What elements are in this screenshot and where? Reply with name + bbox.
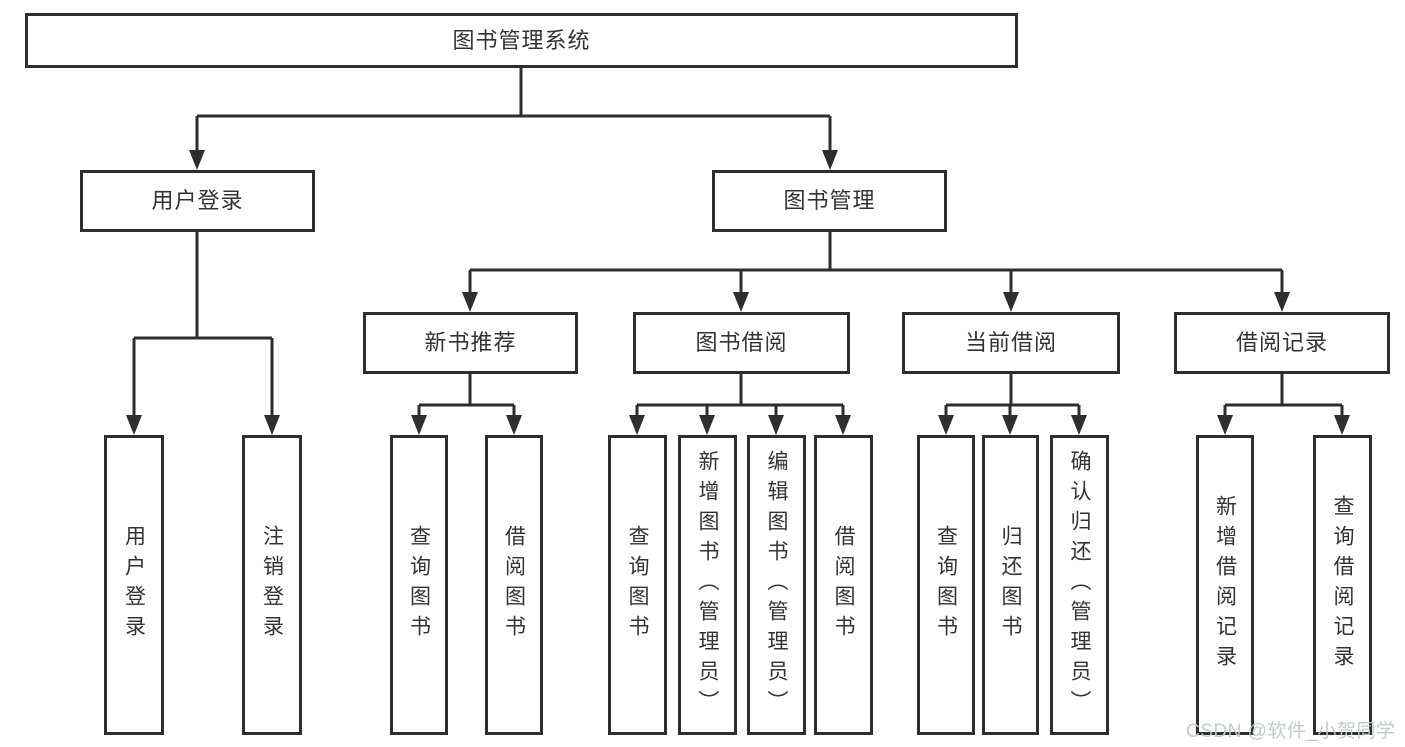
node-leaf-edit-books-admin: 编辑图书（管理员）	[747, 435, 806, 735]
node-leaf-query-books: 查询图书	[917, 435, 975, 735]
arrow-down-icon	[822, 150, 838, 170]
node-label: 确认归还（管理员）	[1068, 450, 1091, 720]
arrow-down-icon	[1002, 415, 1018, 435]
arrow-down-icon	[629, 415, 645, 435]
edge-newbookrec-to-children	[417, 374, 516, 415]
node-label: 注销登录	[260, 525, 284, 645]
node-root-system: 图书管理系统	[25, 13, 1018, 68]
node-leaf-add-borrow-record: 新增借阅记录	[1196, 435, 1254, 735]
node-leaf-add-books-admin: 新增图书（管理员）	[678, 435, 737, 735]
node-leaf-borrow-books: 借阅图书	[485, 435, 543, 735]
node-label: 新增借阅记录	[1213, 495, 1237, 675]
arrow-down-icon	[835, 415, 851, 435]
arrow-down-icon	[1071, 415, 1087, 435]
node-book-borrowing: 图书借阅	[633, 312, 850, 374]
node-leaf-logout: 注销登录	[242, 435, 302, 735]
node-leaf-query-books: 查询图书	[390, 435, 448, 735]
arrow-down-icon	[1003, 292, 1019, 312]
node-label: 图书管理	[783, 188, 876, 213]
node-leaf-query-books: 查询图书	[608, 435, 667, 735]
edge-borrowrecords-to-children	[1223, 374, 1344, 415]
node-leaf-return-books: 归还图书	[982, 435, 1039, 735]
node-label: 借阅记录	[1235, 330, 1328, 355]
arrow-down-icon	[938, 415, 954, 435]
arrow-down-icon	[264, 415, 280, 435]
node-label: 当前借阅	[964, 330, 1057, 355]
arrow-down-icon	[733, 292, 749, 312]
arrow-down-icon	[189, 150, 205, 170]
node-leaf-query-borrow-record: 查询借阅记录	[1313, 435, 1372, 735]
arrow-down-icon	[768, 415, 784, 435]
node-label: 编辑图书（管理员）	[765, 450, 788, 720]
node-new-book-recommend: 新书推荐	[363, 312, 578, 374]
node-leaf-user-login: 用户登录	[104, 435, 164, 735]
node-label: 用户登录	[122, 525, 146, 645]
node-label: 查询借阅记录	[1331, 495, 1354, 675]
edge-root-to-level2	[195, 68, 832, 150]
node-label: 借阅图书	[832, 525, 855, 645]
arrow-down-icon	[462, 292, 478, 312]
arrow-down-icon	[411, 415, 427, 435]
node-label: 新书推荐	[424, 330, 517, 355]
node-leaf-borrow-books: 借阅图书	[814, 435, 873, 735]
arrow-down-icon	[126, 415, 142, 435]
node-label: 查询图书	[626, 525, 649, 645]
edge-currentborrow-to-children	[944, 374, 1081, 415]
arrow-down-icon	[699, 415, 715, 435]
node-label: 借阅图书	[502, 525, 526, 645]
edge-userlogin-to-children	[132, 232, 274, 415]
node-label: 用户登录	[151, 188, 244, 213]
arrow-down-icon	[1334, 415, 1350, 435]
arrow-down-icon	[506, 415, 522, 435]
node-label: 新增图书（管理员）	[696, 450, 719, 720]
csdn-watermark: CSDN @软件_小贺同学	[1186, 721, 1396, 742]
edge-bookmgmt-to-level3	[468, 232, 1284, 292]
arrow-down-icon	[1274, 292, 1290, 312]
node-current-borrowing: 当前借阅	[902, 312, 1120, 374]
arrow-down-icon	[1217, 415, 1233, 435]
node-label: 图书借阅	[695, 330, 788, 355]
node-label: 查询图书	[934, 525, 958, 645]
node-leaf-confirm-return-admin: 确认归还（管理员）	[1050, 435, 1109, 735]
node-label: 查询图书	[407, 525, 431, 645]
node-book-management: 图书管理	[712, 170, 947, 232]
edge-bookborrow-to-children	[635, 374, 845, 415]
node-borrow-records: 借阅记录	[1174, 312, 1390, 374]
node-label: 图书管理系统	[452, 27, 591, 53]
node-label: 归还图书	[999, 525, 1022, 645]
node-user-login: 用户登录	[80, 170, 315, 232]
